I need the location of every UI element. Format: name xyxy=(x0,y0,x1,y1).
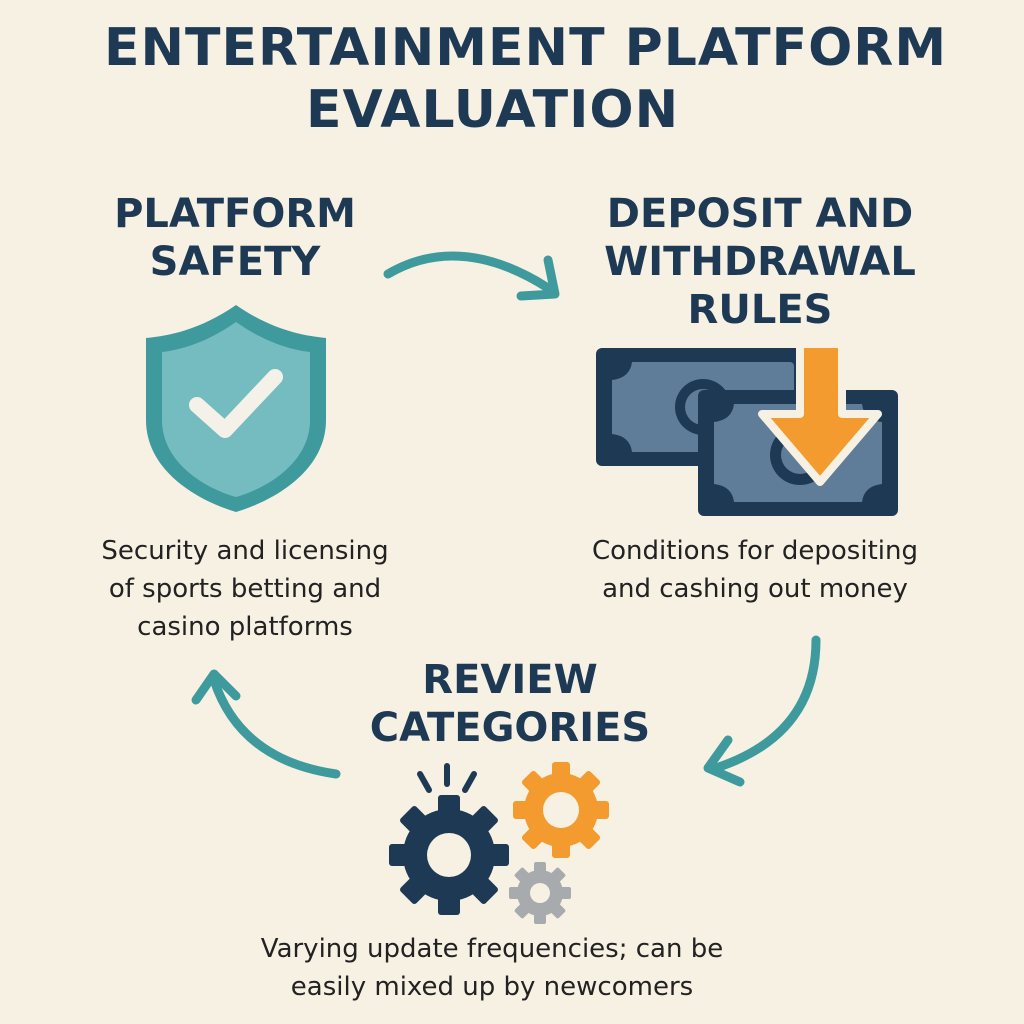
gears-icon xyxy=(389,762,609,924)
deposit-withdrawal-desc-line-2: and cashing out money xyxy=(602,574,908,604)
title-line-2: EVALUATION xyxy=(306,80,680,140)
review-categories-heading-line-2: CATEGORIES xyxy=(369,705,651,751)
arrow-review-to-safety xyxy=(191,669,341,779)
platform-safety-desc-line-3: casino platforms xyxy=(137,612,353,642)
deposit-withdrawal-heading: DEPOSIT AND WITHDRAWAL RULES xyxy=(590,190,930,334)
platform-safety-desc-line-2: of sports betting and xyxy=(108,574,382,604)
review-categories-desc-line-1: Varying update frequencies; can be xyxy=(260,934,724,964)
money-deposit-icon xyxy=(596,340,898,516)
deposit-withdrawal-heading-line-3: RULES xyxy=(687,287,833,333)
arrow-safety-to-deposit xyxy=(383,251,560,301)
review-categories-heading: REVIEW CATEGORIES xyxy=(340,656,680,752)
arrow-deposit-to-review xyxy=(703,635,821,787)
deposit-withdrawal-heading-line-1: DEPOSIT AND xyxy=(606,191,914,237)
review-categories-desc-line-2: easily mixed up by newcomers xyxy=(290,972,694,1002)
platform-safety-heading: PLATFORM SAFETY xyxy=(90,190,380,286)
platform-safety-heading-line-2: SAFETY xyxy=(149,239,321,285)
platform-safety-heading-line-1: PLATFORM xyxy=(114,191,356,237)
shield-check-icon xyxy=(146,305,326,512)
deposit-withdrawal-heading-line-2: WITHDRAWAL xyxy=(604,239,916,285)
deposit-withdrawal-desc-line-1: Conditions for depositing xyxy=(592,536,918,566)
title-line-1: ENTERTAINMENT PLATFORM xyxy=(104,18,948,78)
review-categories-heading-line-1: REVIEW xyxy=(422,657,598,703)
deposit-withdrawal-description: Conditions for depositing and cashing ou… xyxy=(560,532,950,608)
review-categories-description: Varying update frequencies; can be easil… xyxy=(212,930,772,1006)
platform-safety-description: Security and licensing of sports betting… xyxy=(60,532,430,646)
platform-safety-desc-line-1: Security and licensing xyxy=(101,536,389,566)
